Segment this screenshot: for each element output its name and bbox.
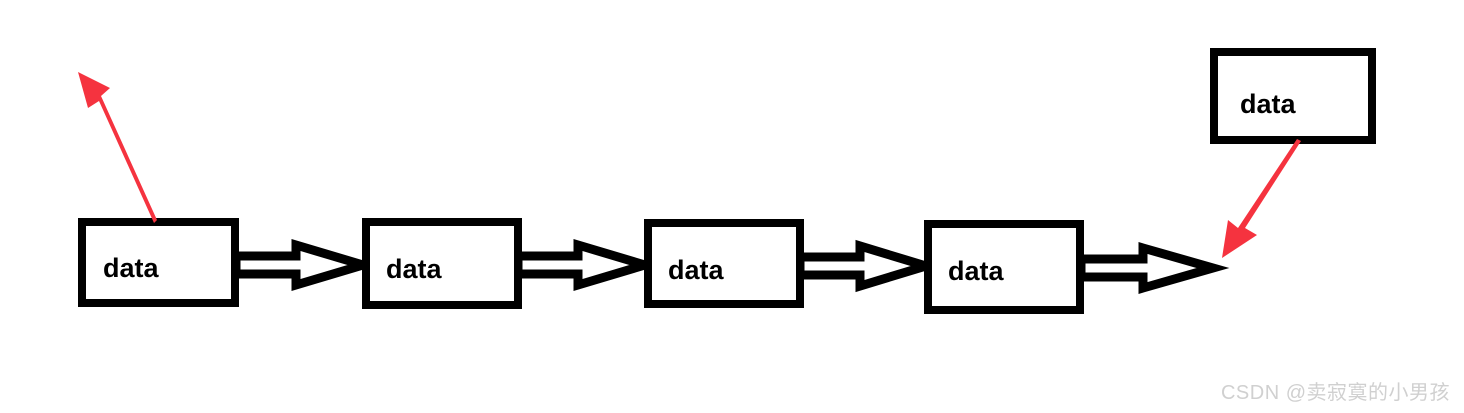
link-arrow-2 [513, 238, 661, 292]
annotation-arrow-group [78, 72, 1301, 258]
link-arrow-1 [231, 238, 379, 292]
node-label-1: data [103, 253, 160, 283]
node-box-3[interactable] [644, 219, 804, 308]
node-label-5: data [1240, 89, 1297, 119]
head-pointer-arrow [78, 72, 157, 223]
tail-pointer-arrow [1222, 139, 1301, 258]
node-label-2: data [386, 254, 443, 284]
csdn-watermark: CSDN @卖寂寞的小男孩 [1220, 382, 1450, 404]
node-box-4[interactable] [924, 220, 1084, 314]
node-label-3: data [668, 255, 725, 285]
node-box-2[interactable] [362, 218, 522, 309]
node-box-group: data data data data data [78, 48, 1376, 314]
node-box-1[interactable] [78, 218, 239, 307]
node-box-5[interactable] [1210, 48, 1376, 144]
link-arrow-3 [795, 239, 942, 293]
node-label-4: data [948, 256, 1005, 286]
link-arrow-4 [1076, 242, 1230, 294]
link-arrow-group [231, 238, 1230, 294]
